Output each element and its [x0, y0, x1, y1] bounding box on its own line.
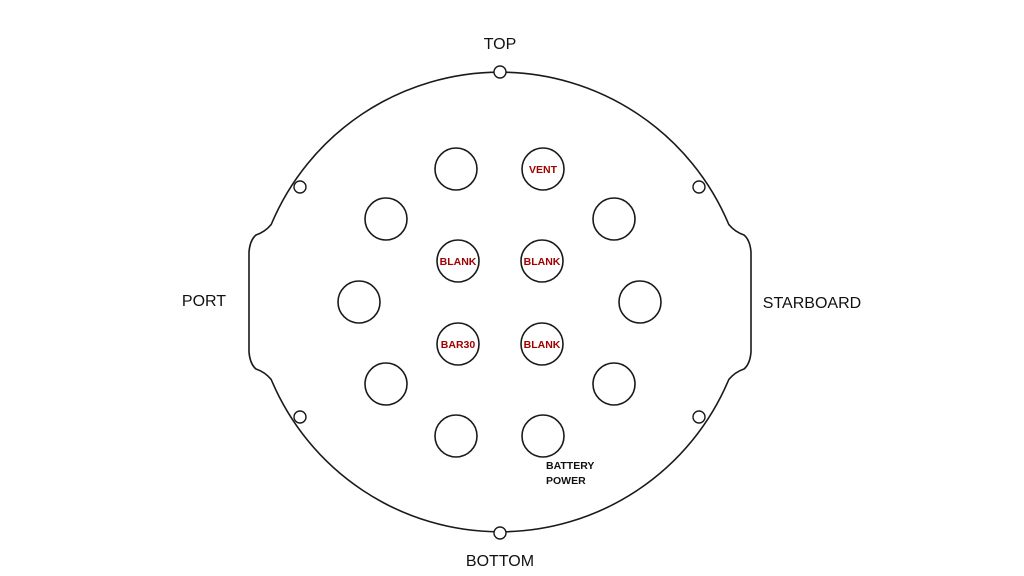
penetrator-hole — [364, 362, 408, 406]
blank-label-lower-right: BLANK — [524, 339, 561, 351]
penetrator-hole — [618, 280, 662, 324]
battery-power-label-line2: POWER — [546, 475, 586, 487]
mount-hole-upper-left — [293, 180, 307, 194]
penetrator-hole — [364, 197, 408, 241]
battery-power-label-line1: BATTERY — [546, 460, 594, 472]
mount-hole-lower-left — [293, 410, 307, 424]
blank-label-upper-left: BLANK — [440, 256, 477, 268]
mount-hole-top — [493, 65, 507, 79]
penetrator-hole — [434, 414, 478, 458]
penetrator-hole-vent — [521, 147, 565, 191]
vent-label: VENT — [529, 164, 558, 176]
bottom-label: BOTTOM — [466, 553, 534, 570]
mount-hole-upper-right — [692, 180, 706, 194]
port-label: PORT — [182, 293, 226, 310]
penetrator-hole-blank — [520, 322, 564, 366]
penetrator-hole — [592, 362, 636, 406]
mount-hole-lower-right — [692, 410, 706, 424]
top-label: TOP — [484, 36, 517, 53]
penetrator-hole-blank — [520, 239, 564, 283]
penetrator-hole — [592, 197, 636, 241]
penetrator-hole — [337, 280, 381, 324]
mount-hole-bottom — [493, 526, 507, 540]
endcap-outline — [248, 71, 752, 533]
penetrator-hole — [434, 147, 478, 191]
starboard-label: STARBOARD — [763, 295, 861, 312]
penetrator-hole-bar30 — [436, 322, 480, 366]
bar30-label: BAR30 — [441, 339, 476, 351]
penetrator-hole-blank — [436, 239, 480, 283]
blank-label-upper-right: BLANK — [524, 256, 561, 268]
penetrator-hole-battery — [521, 414, 565, 458]
